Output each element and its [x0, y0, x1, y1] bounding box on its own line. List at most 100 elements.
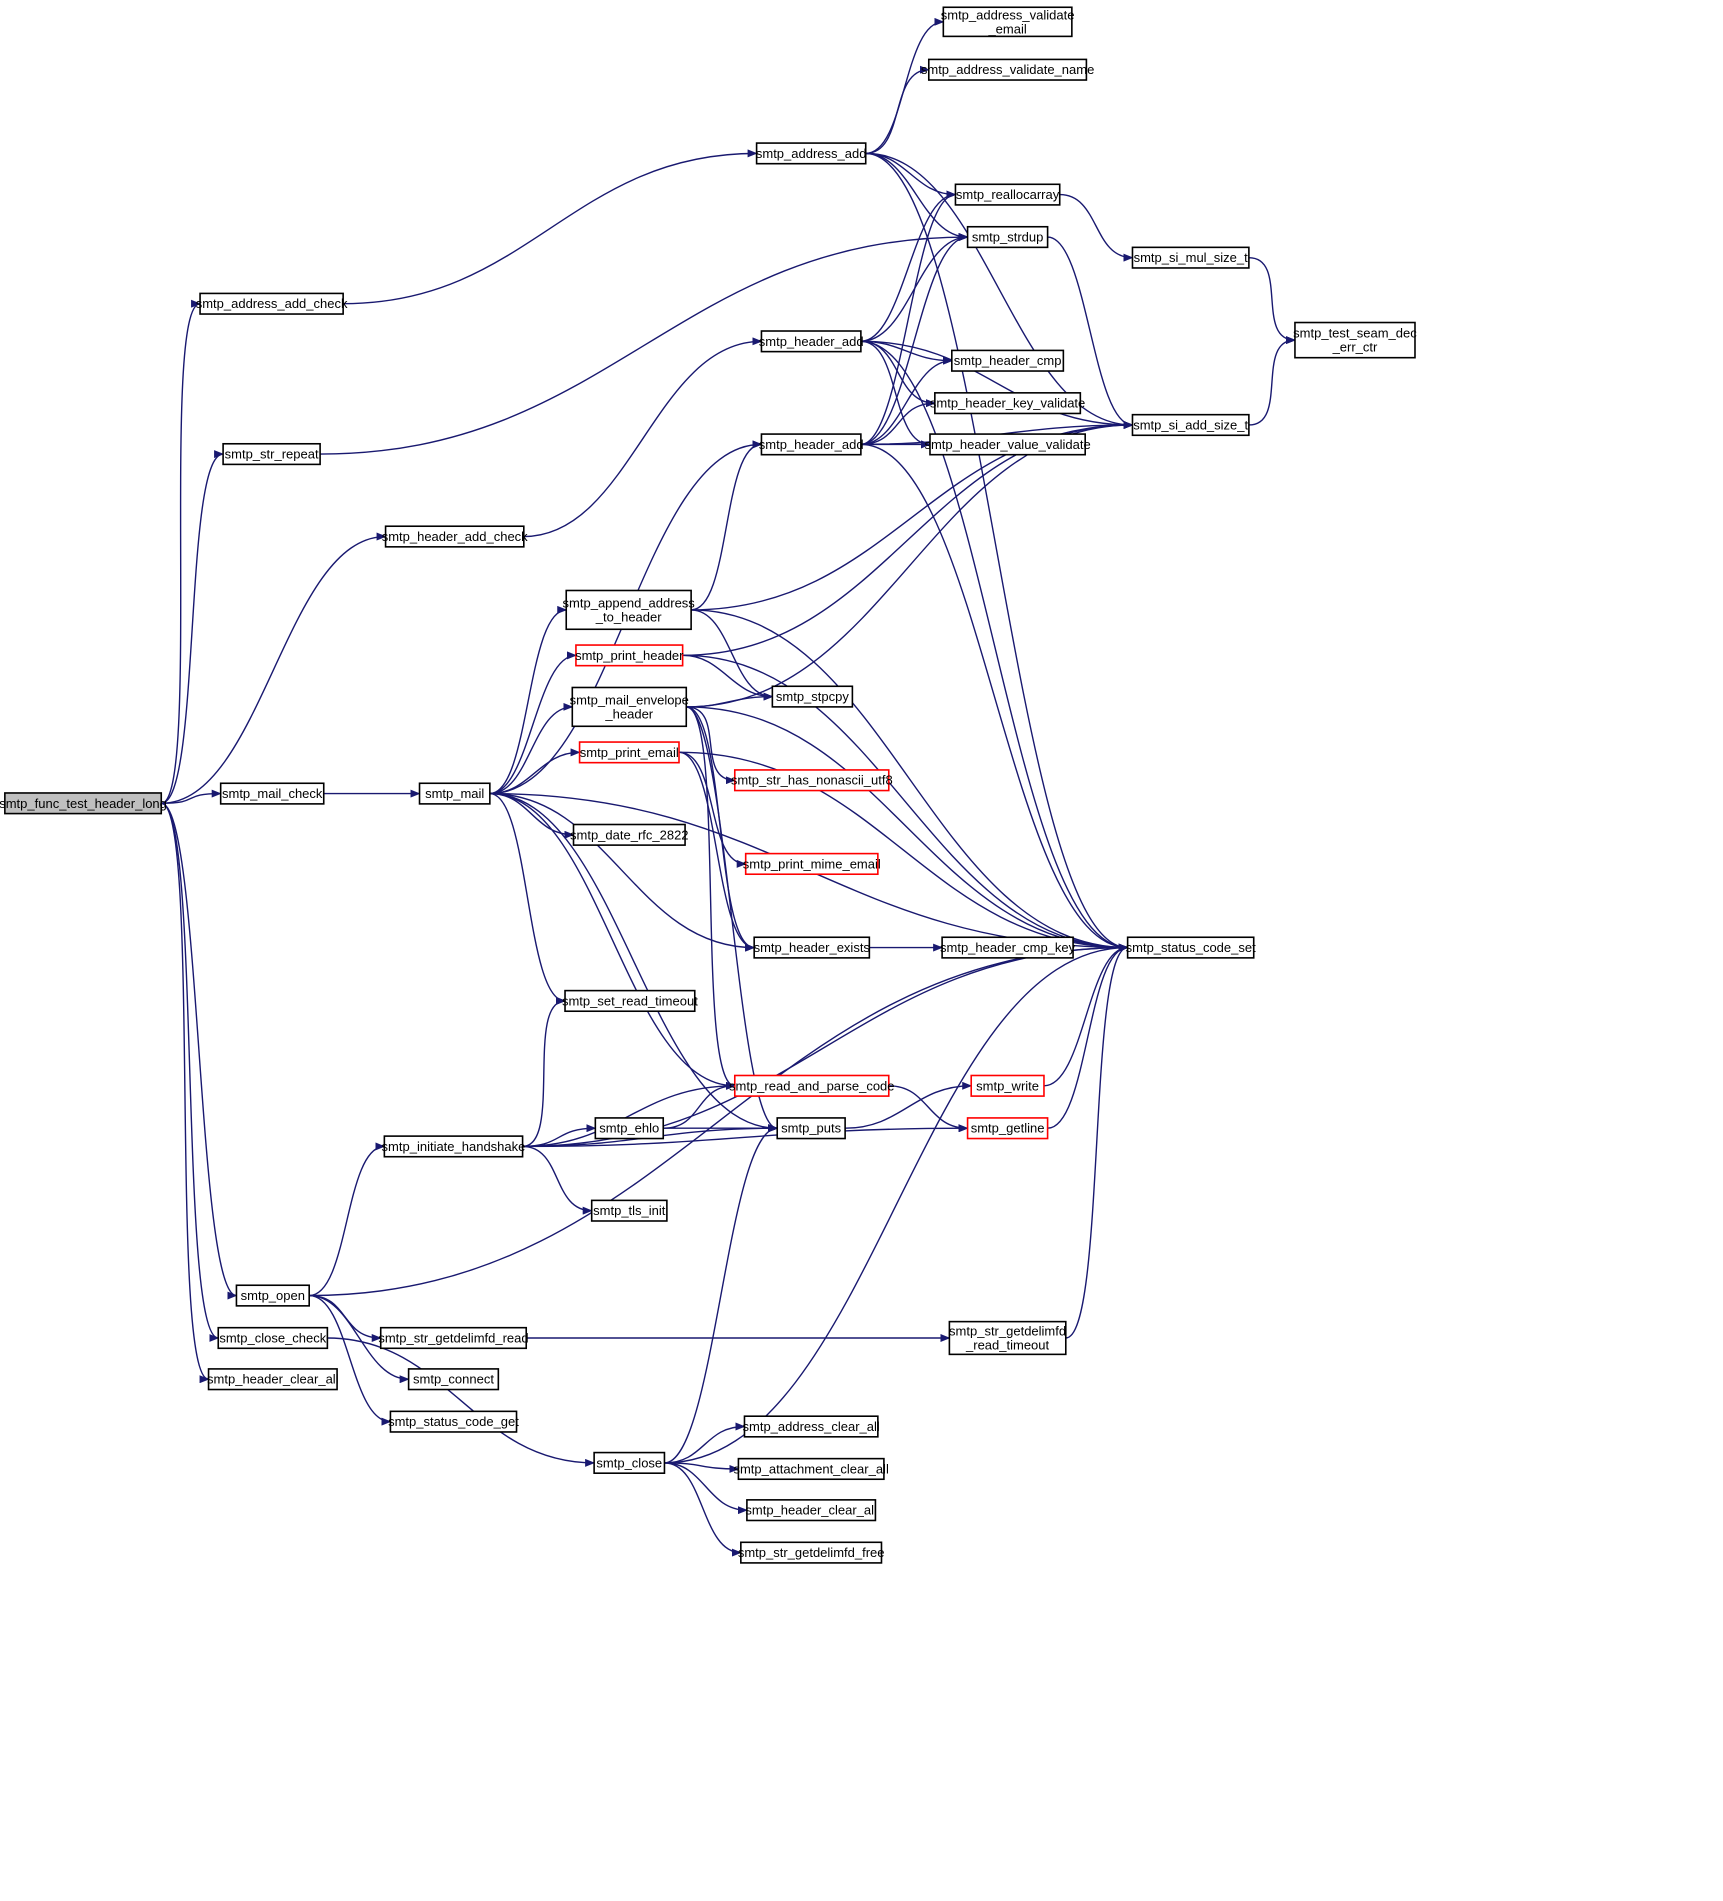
node-box: [740, 1541, 883, 1564]
node-label: smtp_strdup: [972, 230, 1044, 245]
edge-header_add_1-to-status_code_set: [860, 340, 1129, 952]
edge-close-to-str_getdelimfd_free: [664, 1462, 742, 1557]
node-puts[interactable]: smtp_puts: [776, 1117, 846, 1140]
node-box: [755, 142, 867, 165]
edge-mail-to-print_header: [489, 651, 577, 795]
edge-mail_envelope_header-to-read_and_parse_code: [686, 706, 736, 1090]
edge-mail-to-set_read_timeout: [489, 792, 567, 1005]
node-str-getdelimfd-read-timeout[interactable]: smtp_str_getdelimfd_read_timeout: [948, 1320, 1067, 1356]
node-print-email[interactable]: smtp_print_email: [578, 741, 680, 764]
edge-header_add_1-to-si_add_size_t: [860, 340, 1134, 429]
node-box: [942, 6, 1073, 38]
node-box: [1294, 321, 1416, 359]
node-stpcpy[interactable]: smtp_stpcpy: [771, 685, 854, 708]
node-open[interactable]: smtp_open: [235, 1284, 310, 1307]
edge-address_add-to-status_code_set: [865, 152, 1129, 952]
edge-func_test_header_long-to-header_add_check: [161, 532, 387, 804]
node-box: [927, 58, 1088, 81]
node-header-add-check[interactable]: smtp_header_add_check: [382, 525, 528, 548]
node-set-read-timeout[interactable]: smtp_set_read_timeout: [562, 989, 698, 1013]
edge-mail-to-date_rfc_2822: [489, 792, 575, 839]
node-label: smtp_mail: [425, 786, 484, 801]
node-address-clear-all[interactable]: smtp_address_clear_all: [743, 1415, 880, 1438]
node-si-add-size-t[interactable]: smtp_si_add_size_t: [1131, 413, 1250, 437]
edge-func_test_header_long-to-address_add_check: [161, 299, 202, 804]
node-tls-init[interactable]: smtp_tls_init: [590, 1199, 668, 1222]
node-strdup[interactable]: smtp_strdup: [966, 225, 1049, 249]
edge-header_add_2-to-header_cmp: [860, 356, 953, 446]
node-test-seam-dec-err-ctr[interactable]: smtp_test_seam_dec_err_ctr: [1293, 321, 1417, 359]
node-label: smtp_header_add_check: [382, 529, 528, 544]
node-reallocarray[interactable]: smtp_reallocarray: [954, 183, 1061, 206]
node-close[interactable]: smtp_close: [593, 1451, 666, 1474]
node-label: smtp_address_validate: [941, 7, 1075, 22]
node-address-add[interactable]: smtp_address_add: [755, 142, 867, 165]
edge-func_test_header_long-to-header_clear_all_a: [161, 802, 210, 1384]
edge-header_add_1-to-header_value_validate: [860, 340, 931, 449]
edge-initiate_handshake-to-getline: [522, 1124, 969, 1148]
node-header-value-validate[interactable]: smtp_header_value_validate: [924, 433, 1091, 456]
node-label: smtp_str_repeat: [225, 447, 319, 462]
node-si-mul-size-t[interactable]: smtp_si_mul_size_t: [1131, 246, 1250, 269]
node-label: smtp_reallocarray: [956, 187, 1060, 202]
node-label: smtp_header_cmp_key: [940, 940, 1076, 955]
node-header-cmp[interactable]: smtp_header_cmp: [951, 349, 1065, 372]
node-func-test-header-long[interactable]: smtp_func_test_header_long: [0, 792, 167, 815]
node-read-and-parse-code[interactable]: smtp_read_and_parse_code: [729, 1074, 895, 1097]
node-label: smtp_header_clear_all: [207, 1372, 339, 1387]
node-label: smtp_header_key_validate: [930, 396, 1085, 411]
node-box: [771, 685, 854, 708]
edge-mail-to-mail_envelope_header: [489, 702, 574, 795]
edge-open-to-status_code_set: [309, 943, 1129, 1297]
edge-mail-to-read_and_parse_code: [489, 792, 736, 1090]
node-str-has-nonascii-utf8[interactable]: smtp_str_has_nonascii_utf8: [731, 769, 893, 792]
node-close-check[interactable]: smtp_close_check: [217, 1326, 329, 1350]
node-attachment-clear-all[interactable]: smtp_attachment_clear_all: [733, 1457, 889, 1481]
node-label: smtp_print_mime_email: [743, 856, 881, 871]
node-mail[interactable]: smtp_mail: [418, 782, 491, 805]
node-label: smtp_func_test_header_long: [0, 796, 167, 811]
node-box: [970, 1074, 1045, 1097]
edge-address_add-to-strdup: [865, 152, 969, 242]
node-label: smtp_read_and_parse_code: [729, 1078, 895, 1093]
node-address-validate-email[interactable]: smtp_address_validate_email: [941, 6, 1075, 38]
node-header-cmp-key[interactable]: smtp_header_cmp_key: [940, 936, 1076, 959]
edge-print_email-to-header_exists: [678, 751, 756, 952]
node-header-exists[interactable]: smtp_header_exists: [753, 936, 871, 959]
node-connect[interactable]: smtp_connect: [407, 1368, 500, 1391]
node-header-key-validate[interactable]: smtp_header_key_validate: [930, 392, 1085, 415]
node-label: smtp_header_add: [759, 437, 864, 452]
node-date-rfc-2822[interactable]: smtp_date_rfc_2822: [570, 823, 689, 846]
node-getline[interactable]: smtp_getline: [966, 1117, 1049, 1140]
node-label: smtp_header_exists: [754, 940, 871, 955]
node-str-getdelimfd-free[interactable]: smtp_str_getdelimfd_free: [738, 1541, 885, 1564]
node-box: [594, 1117, 665, 1140]
node-box: [565, 589, 692, 631]
node-address-add-check[interactable]: smtp_address_add_check: [196, 292, 348, 315]
node-header-clear-all-b[interactable]: smtp_header_clear_all: [745, 1499, 877, 1522]
node-status-code-set[interactable]: smtp_status_code_set: [1126, 936, 1256, 959]
node-address-validate-name[interactable]: smtp_address_validate_name: [921, 58, 1094, 81]
node-header-clear-all-a[interactable]: smtp_header_clear_all: [207, 1368, 339, 1391]
node-initiate-handshake[interactable]: smtp_initiate_handshake: [382, 1135, 526, 1158]
node-box: [384, 525, 525, 548]
edge-ehlo-to-read_and_parse_code: [663, 1081, 736, 1129]
node-label: smtp_print_email: [580, 745, 679, 760]
node-print-mime-email[interactable]: smtp_print_mime_email: [743, 852, 881, 876]
node-append-address-to-header[interactable]: smtp_append_address_to_header: [563, 589, 696, 631]
node-label: smtp_date_rfc_2822: [570, 827, 689, 842]
node-label: smtp_attachment_clear_all: [733, 1461, 888, 1476]
node-label: smtp_test_seam_dec: [1293, 326, 1417, 341]
node-header-add-1[interactable]: smtp_header_add: [759, 330, 864, 353]
node-ehlo[interactable]: smtp_ehlo: [594, 1117, 665, 1140]
node-str-repeat[interactable]: smtp_str_repeat: [222, 442, 321, 466]
node-label: smtp_append_address: [563, 595, 696, 610]
node-status-code-get[interactable]: smtp_status_code_get: [388, 1410, 519, 1433]
node-write[interactable]: smtp_write: [970, 1074, 1045, 1097]
node-mail-envelope-header[interactable]: smtp_mail_envelope_header: [570, 686, 689, 728]
node-header-add-2[interactable]: smtp_header_add: [759, 433, 864, 456]
node-label: smtp_str_has_nonascii_utf8: [731, 773, 893, 788]
node-mail-check[interactable]: smtp_mail_check: [219, 782, 325, 805]
node-str-getdelimfd-read[interactable]: smtp_str_getdelimfd_read: [378, 1326, 529, 1350]
node-print-header[interactable]: smtp_print_header: [575, 644, 684, 667]
